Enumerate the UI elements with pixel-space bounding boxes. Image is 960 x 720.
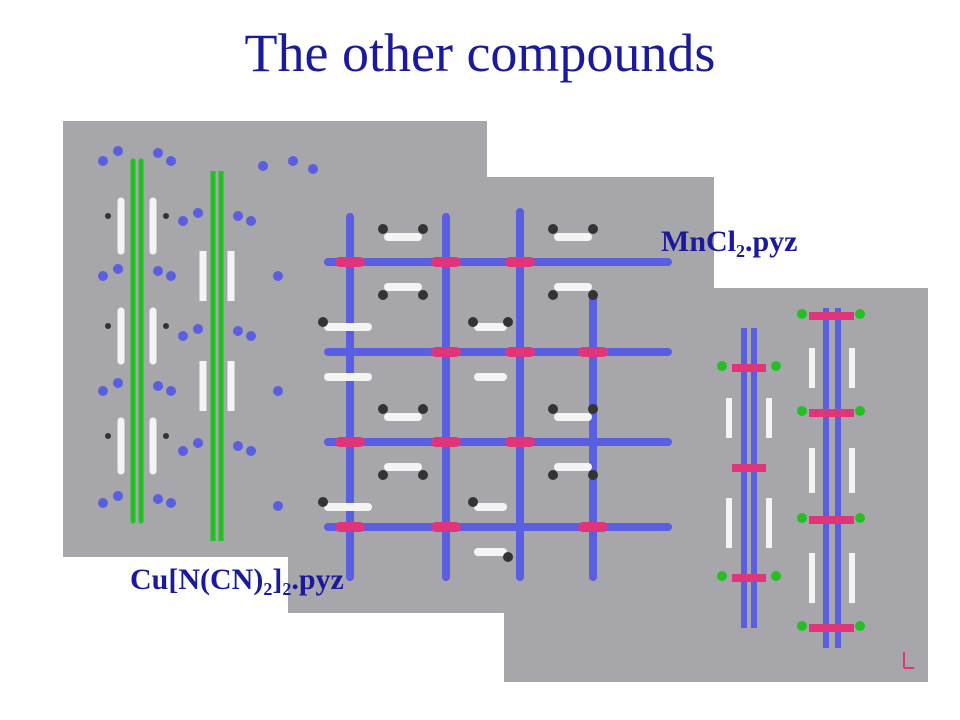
cu-dicyanamide-pyz-label: Cu[N(CN)2]2.pyz	[130, 563, 344, 599]
molecular-chain	[797, 308, 865, 648]
framework-grid	[318, 208, 672, 581]
framework-structure-image	[288, 177, 714, 613]
mncl2-pyz-label: MnCl2.pyz	[661, 225, 798, 261]
molecular-chain	[98, 146, 176, 524]
molecular-chain	[178, 171, 256, 541]
molecular-chain	[717, 328, 781, 628]
axis-indicator	[903, 652, 914, 669]
slide-title: The other compounds	[244, 23, 716, 83]
